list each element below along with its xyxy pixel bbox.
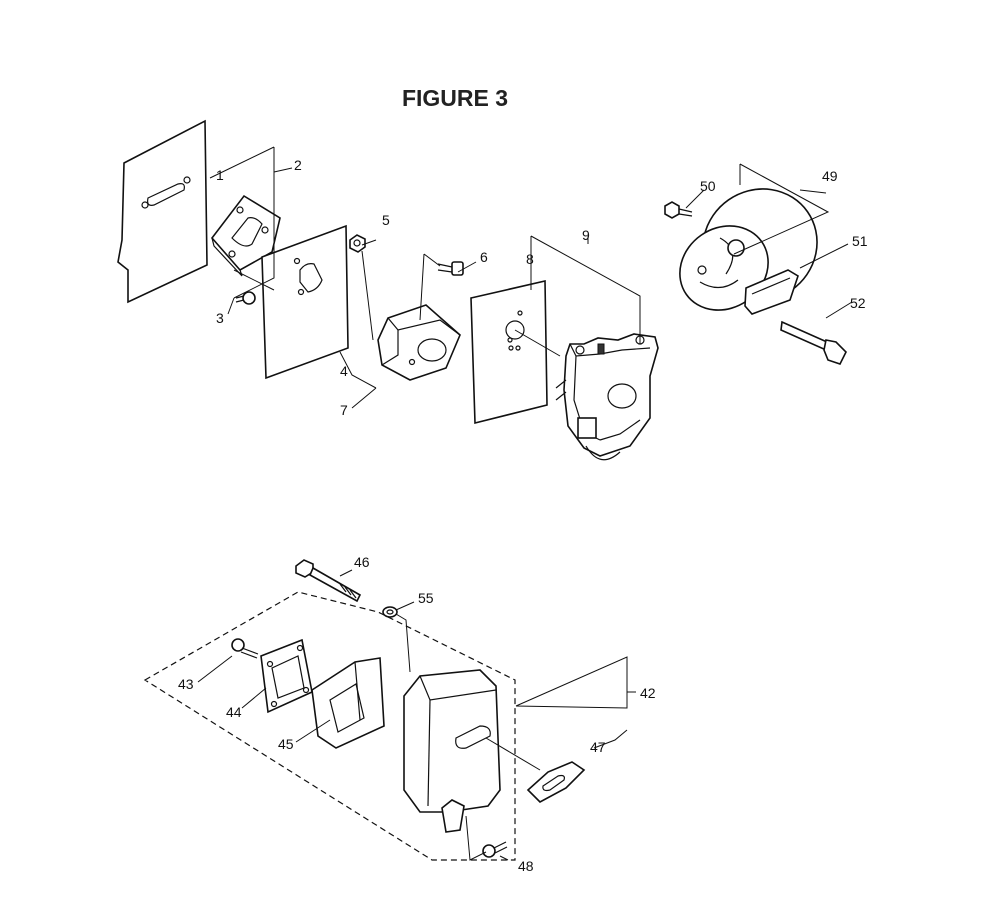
callout-44: 44: [226, 704, 242, 720]
part-47-gasket: [526, 761, 586, 803]
part-6-screw: [437, 261, 464, 276]
part-43-screw: [231, 638, 259, 659]
bottom-leader-lines: [197, 569, 636, 861]
callout-42: 42: [640, 685, 656, 701]
part-7-adapter: [377, 304, 461, 381]
callout-6: 6: [480, 249, 488, 265]
callout-3: 3: [216, 310, 224, 326]
callout-labels: 1 2 3 4 5 6 7 8 9 42 43 44 45 46 47 48 4…: [178, 157, 868, 874]
callout-45: 45: [278, 736, 294, 752]
callout-7: 7: [340, 402, 348, 418]
callout-4: 4: [340, 363, 348, 379]
part-8-gasket: [470, 279, 548, 425]
muffler-assembly-outline: [143, 591, 516, 861]
callout-43: 43: [178, 676, 194, 692]
top-leader-lines: [209, 146, 853, 409]
figure-title: FIGURE 3: [401, 85, 509, 111]
callout-2: 2: [294, 157, 302, 173]
callout-5: 5: [382, 212, 390, 228]
part-52-bolt: [780, 320, 847, 365]
part-2-insulator: [210, 194, 281, 277]
callout-9: 9: [582, 227, 590, 243]
part-51-bracket: [744, 269, 799, 315]
part-42-muffler: [403, 669, 501, 833]
part-9-carburetor: [555, 333, 659, 461]
part-3-screw: [235, 291, 256, 305]
part-4-gasket: [261, 224, 349, 380]
callout-48: 48: [518, 858, 534, 874]
callout-51: 51: [852, 233, 868, 249]
callout-1: 1: [216, 167, 224, 183]
part-48-screw: [482, 841, 508, 858]
part-45-gasket: [311, 657, 385, 749]
part-55-washer: [382, 606, 398, 618]
part-50-bolt: [664, 201, 693, 219]
callout-55: 55: [418, 590, 434, 606]
callout-52: 52: [850, 295, 866, 311]
callout-46: 46: [354, 554, 370, 570]
callout-47: 47: [590, 739, 606, 755]
part-46-bolt: [295, 559, 362, 603]
callout-8: 8: [526, 251, 534, 267]
callout-49: 49: [822, 168, 838, 184]
callout-50: 50: [700, 178, 716, 194]
part-44-plate: [260, 638, 313, 714]
part-1-gasket: [117, 119, 208, 304]
part-5-nut: [349, 234, 366, 253]
